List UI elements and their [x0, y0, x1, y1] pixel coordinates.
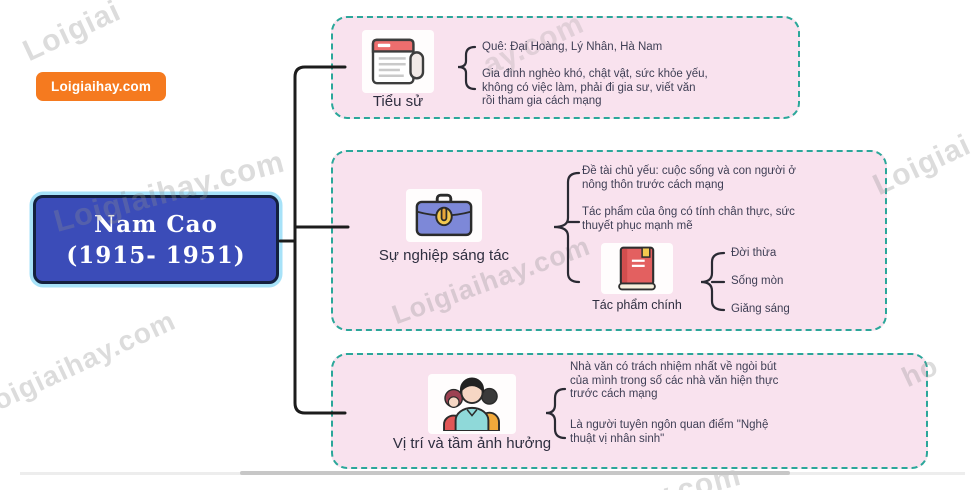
- note-text: Quê: Đại Hoàng, Lý Nhân, Hà Nam: [482, 41, 663, 53]
- watermark: oigiaihay.com: [0, 304, 181, 417]
- icon-tile: [601, 243, 673, 294]
- watermark: Loigiai: [868, 128, 971, 202]
- icon-tile: [362, 30, 434, 93]
- work-item: Đời thừa: [731, 247, 777, 259]
- note-text: Nhà văn có trách nhiệm nhất về ngòi bút …: [570, 361, 779, 400]
- book-icon: [618, 246, 656, 290]
- note-text: Tác phẩm của ông có tính chân thực, sức …: [582, 206, 795, 232]
- briefcase-icon: [415, 193, 473, 237]
- work-item: Giăng sáng: [731, 303, 790, 315]
- works-group-label: Tác phẩm chính: [592, 298, 682, 312]
- newspaper-icon: [371, 38, 425, 84]
- people-icon: [443, 377, 500, 431]
- note-text: Gia đình nghèo khó, chật vật, sức khỏe y…: [482, 68, 708, 107]
- horizontal-scrollbar-thumb[interactable]: [240, 471, 790, 475]
- icon-tile: [428, 374, 516, 434]
- note-text: Đề tài chủ yếu: cuộc sống và con người ở…: [582, 165, 796, 191]
- branch-label: Sự nghiệp sáng tác: [378, 247, 510, 264]
- root-node: Nam Cao (1915- 1951): [33, 195, 279, 284]
- work-item: Sống mòn: [731, 275, 784, 287]
- icon-tile: [406, 189, 482, 242]
- root-node-title: Nam Cao (1915- 1951): [66, 210, 246, 269]
- note-text: Là người tuyên ngôn quan điểm "Nghệ thuậ…: [570, 419, 769, 445]
- branch-label: Tiểu sử: [372, 93, 424, 110]
- brand-badge: Loigiaihay.com: [36, 72, 167, 101]
- watermark: Loigiai: [18, 0, 126, 68]
- branch-label: Vị trí và tầm ảnh hưởng: [392, 435, 552, 452]
